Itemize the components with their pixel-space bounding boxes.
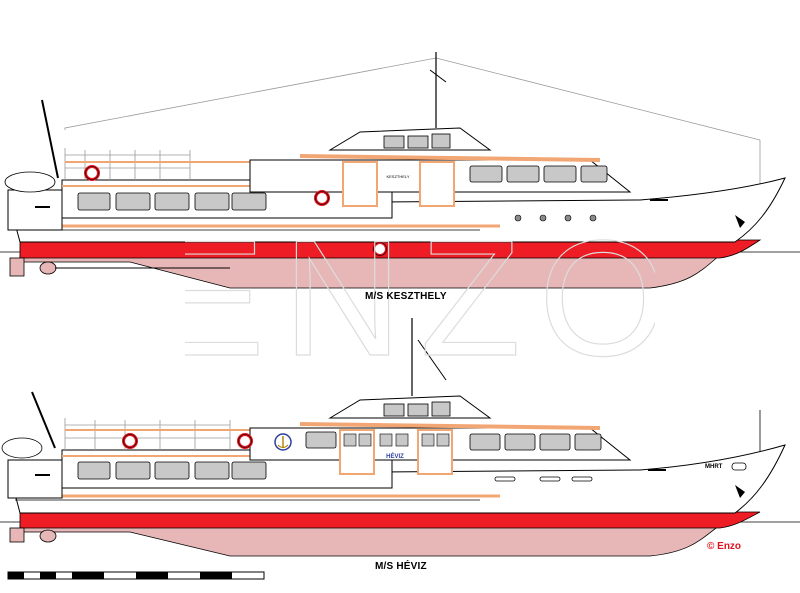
scale-bar xyxy=(7,571,265,580)
anchor-icon xyxy=(274,433,292,451)
ship-keszthely: KESZTHELY xyxy=(0,52,800,289)
main-deck-windows xyxy=(77,461,267,480)
saloon-windows xyxy=(469,165,608,183)
lifebuoy-icon xyxy=(122,433,138,449)
flagpole xyxy=(31,391,56,449)
doors xyxy=(342,161,455,207)
ship-label-keszthely: M/S KESZTHELY xyxy=(365,291,447,302)
artist-credit: © Enzo xyxy=(707,541,742,552)
ship-label-heviz: M/S HÉVIZ xyxy=(375,561,427,572)
flagpole xyxy=(41,99,59,179)
hull-name: KESZTHELY xyxy=(386,174,409,179)
underwater-hull xyxy=(19,524,722,557)
boot-top xyxy=(19,239,762,259)
portholes xyxy=(494,476,593,482)
underwater-hull xyxy=(19,254,722,289)
mast-stay xyxy=(64,57,761,141)
boot-top xyxy=(19,511,761,529)
propeller xyxy=(39,529,57,543)
railing xyxy=(64,418,231,450)
bow-mark: MHRT xyxy=(705,464,723,470)
lifebuoy-icon xyxy=(84,165,100,181)
ship-heviz: HÉVIZ MHRT xyxy=(0,318,800,557)
anchor-icon xyxy=(735,215,745,228)
lifebuoy-icon xyxy=(314,190,330,206)
bollard-icon xyxy=(35,199,668,208)
tender-boat xyxy=(4,171,56,193)
tender-boat xyxy=(1,437,43,459)
lifebuoy-icon xyxy=(237,433,253,449)
railing xyxy=(64,148,191,180)
lifebuoy-icon xyxy=(372,241,388,257)
saloon-windows xyxy=(305,431,602,451)
rudder xyxy=(9,527,25,543)
main-deck-windows xyxy=(77,192,267,211)
bollard-icon xyxy=(35,469,666,476)
propeller xyxy=(39,261,57,275)
anchor-icon xyxy=(735,485,745,498)
portholes xyxy=(514,214,597,222)
rudder xyxy=(9,257,25,277)
hull-name: HÉVIZ xyxy=(386,452,404,460)
